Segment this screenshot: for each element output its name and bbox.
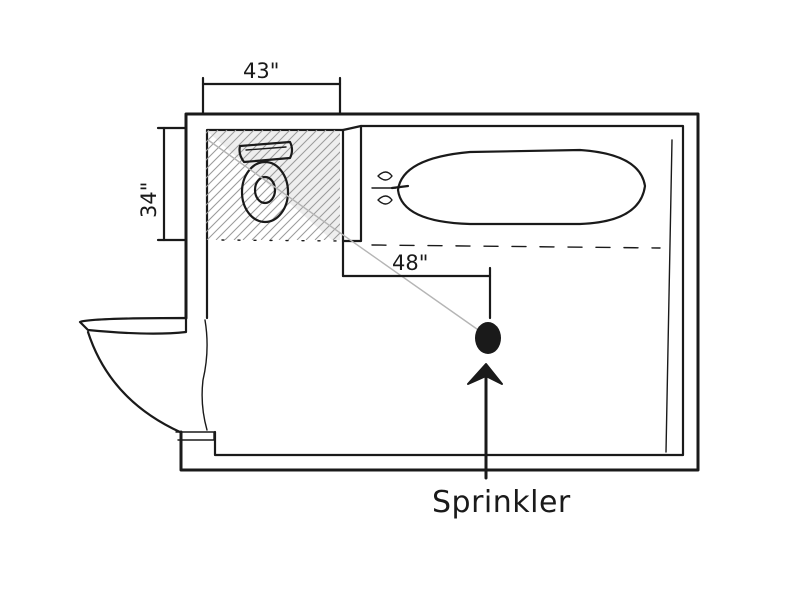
toilet-bowl <box>240 160 290 224</box>
inner-wall-secondary-line <box>665 139 673 453</box>
hatch-line <box>233 130 340 240</box>
hatch-line <box>206 130 228 240</box>
dimension-depth-left: 34" <box>137 126 188 242</box>
hatch-line <box>206 130 237 240</box>
hatch-line <box>206 130 300 240</box>
hatch-line <box>206 130 273 240</box>
hatch-line <box>206 130 255 240</box>
sprinkler-head-body <box>475 322 501 354</box>
toilet-bowl-inner <box>253 175 277 205</box>
hatch-line <box>206 130 318 240</box>
hatch-line <box>206 130 309 240</box>
hatch-line <box>332 130 340 240</box>
inner-wall-line <box>205 124 685 457</box>
outer-wall-line <box>179 112 700 472</box>
door-swing-icon <box>78 316 215 441</box>
door-threshold <box>175 431 215 441</box>
dimension-label-clearance: 48" <box>392 251 428 275</box>
hatch-line <box>278 130 340 240</box>
bathtub-basin <box>396 148 647 226</box>
hatch-line <box>323 130 340 240</box>
hatch-line <box>224 130 336 240</box>
arrow-up-icon <box>467 363 503 480</box>
partition-wall <box>341 124 363 132</box>
bathtub-icon <box>371 148 661 249</box>
door-leaf <box>78 316 188 335</box>
door-arc <box>86 330 182 434</box>
hatch-line <box>314 130 340 240</box>
faucet-icon <box>371 171 410 205</box>
dimension-label-depth: 34" <box>137 182 161 218</box>
exterior-walls <box>179 112 700 472</box>
dimension-clearance: 48" <box>341 239 492 320</box>
hatch-line <box>351 130 461 240</box>
sprinkler-label: Sprinkler <box>432 485 571 520</box>
toilet-tank <box>238 140 294 164</box>
hatch-line <box>206 130 246 240</box>
dimension-width-top: 43" <box>201 59 342 116</box>
hatch-line <box>287 130 340 240</box>
toilet-icon <box>238 140 294 224</box>
sprinkler-head-icon <box>475 322 501 354</box>
door-frame-jamb <box>201 319 208 431</box>
hatch-line <box>260 130 340 240</box>
sprinkler-coverage-line <box>207 139 485 335</box>
hatch-line <box>296 130 340 240</box>
tub-edge-dashes <box>371 244 661 249</box>
dimension-label-width: 43" <box>243 59 279 83</box>
alcove-dotted-line <box>221 239 341 242</box>
hatch-line <box>342 130 452 240</box>
arrow-head <box>467 363 503 385</box>
hatch-line <box>269 130 340 240</box>
hatch-line <box>206 130 264 240</box>
toilet-tank-lid <box>245 146 287 151</box>
